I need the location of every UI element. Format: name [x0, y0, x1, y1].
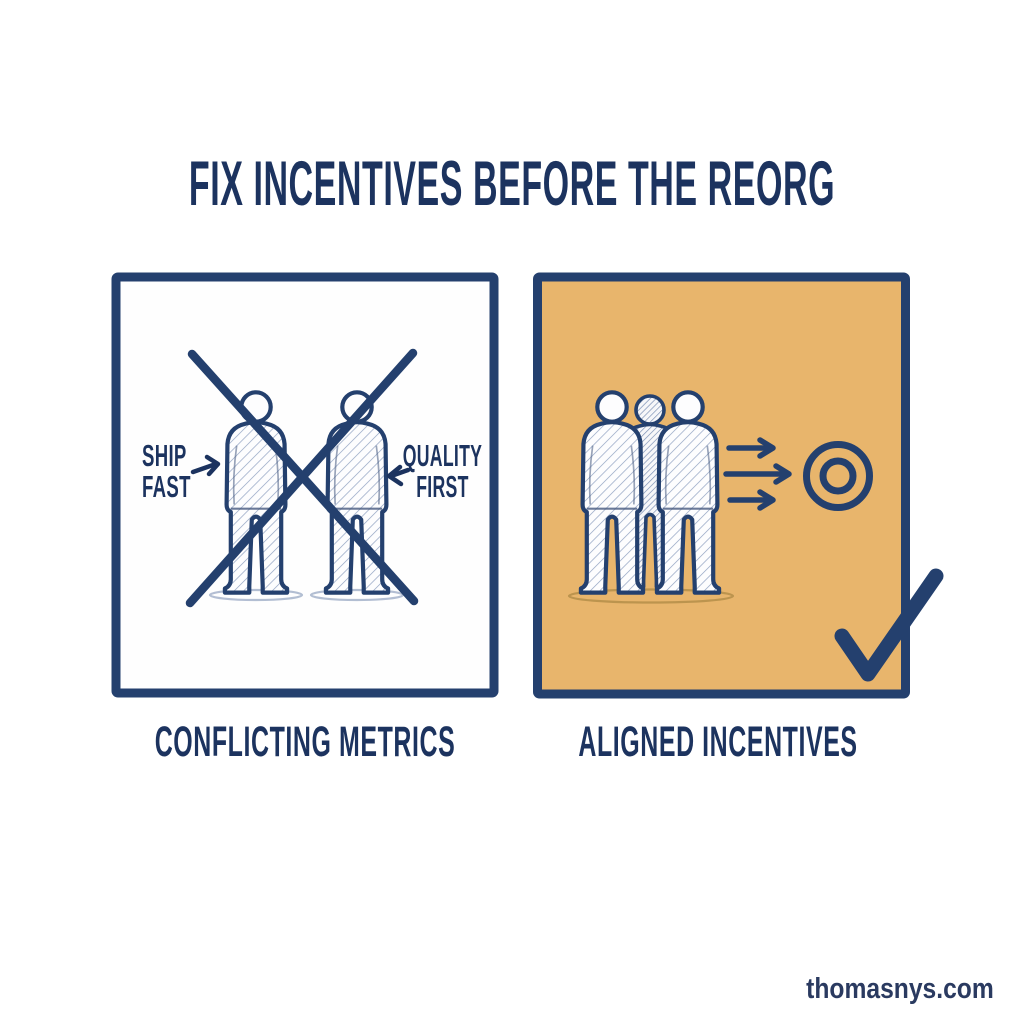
page-title-text: FIX INCENTIVES BEFORE THE REORG: [188, 149, 836, 219]
page-title: FIX INCENTIVES BEFORE THE REORG: [0, 149, 1024, 219]
caption-aligned-incentives: ALIGNED INCENTIVES: [578, 718, 858, 766]
panel-conflicting-metrics: [111, 272, 499, 698]
x-cross-icon: [185, 348, 419, 608]
label-quality-first-line2: FIRST: [416, 469, 469, 504]
watermark: thomasnys.com: [806, 973, 994, 1005]
checkmark-icon: [834, 568, 944, 682]
label-ship-fast-line1: SHIP: [142, 438, 187, 473]
label-quality-first: QUALITY FIRST: [402, 440, 483, 502]
panel-aligned-incentives: [533, 272, 910, 699]
label-quality-first-line1: QUALITY: [402, 438, 483, 473]
ground-shadow: [567, 588, 735, 604]
arrow-left-icon: [386, 464, 411, 487]
arrow-right-icon: [190, 454, 221, 477]
triple-arrows-right-icon: [723, 437, 792, 511]
target-bullseye-icon: [803, 441, 873, 511]
caption-conflicting-metrics: CONFLICTING METRICS: [154, 718, 456, 766]
label-ship-fast: SHIP FAST: [142, 440, 191, 502]
label-ship-fast-line2: FAST: [142, 469, 191, 504]
